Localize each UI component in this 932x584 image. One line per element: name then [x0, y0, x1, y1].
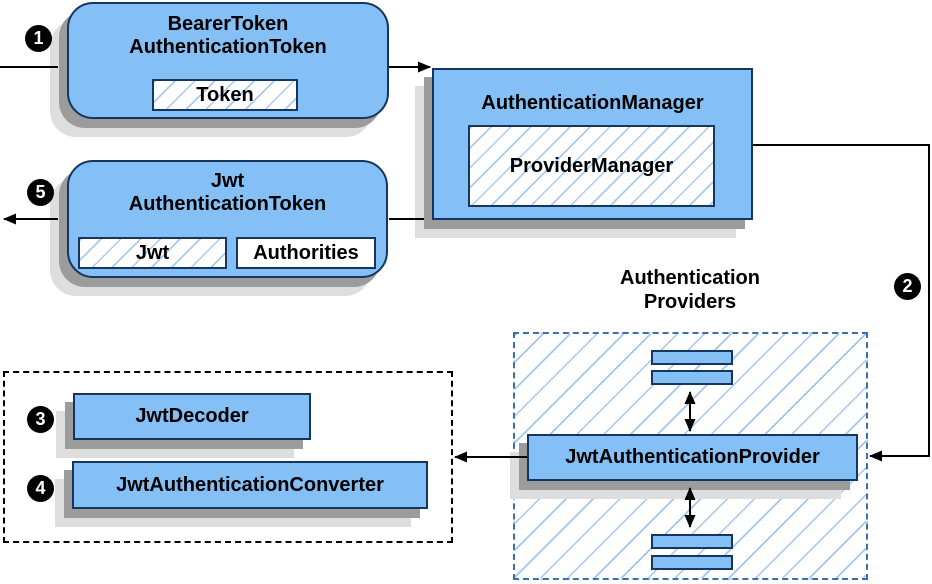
provider-slot-bar: [651, 534, 733, 549]
authentication-manager-title: AuthenticationManager: [481, 92, 704, 114]
step-badge-3: 3: [27, 406, 54, 433]
jwt-decoder-box: JwtDecoder: [73, 393, 311, 440]
token-chip: Token: [152, 79, 298, 111]
step-badge-2: 2: [894, 273, 921, 300]
jwt-authentication-provider-box: JwtAuthenticationProvider: [527, 434, 858, 481]
authentication-providers-label-line1: Authentication: [620, 267, 760, 289]
jwt-token-title: Jwt AuthenticationToken: [69, 170, 386, 216]
decoder-group-box: [3, 371, 453, 543]
jwt-token-title-line2: AuthenticationToken: [128, 193, 327, 215]
jwt-chip: Jwt: [78, 237, 227, 269]
authentication-providers-label: Authentication Providers: [560, 266, 820, 314]
provider-manager-chip: ProviderManager: [468, 125, 715, 207]
provider-slot-bar: [651, 350, 733, 365]
authentication-providers-label-line2: Providers: [643, 291, 737, 313]
authorities-chip: Authorities: [236, 237, 376, 269]
step-badge-4: 4: [27, 475, 54, 502]
bearer-token-title-line1: BearerToken: [167, 13, 289, 35]
bearer-token-title: BearerToken AuthenticationToken: [69, 13, 387, 59]
step-badge-5: 5: [27, 179, 54, 206]
jwt-authentication-converter-box: JwtAuthenticationConverter: [72, 461, 428, 509]
bearer-token-title-line2: AuthenticationToken: [129, 36, 327, 58]
provider-slot-bar: [651, 370, 733, 385]
step-badge-1: 1: [25, 25, 52, 52]
jwt-token-title-line1: Jwt: [210, 170, 245, 192]
provider-slot-bar: [651, 555, 733, 570]
